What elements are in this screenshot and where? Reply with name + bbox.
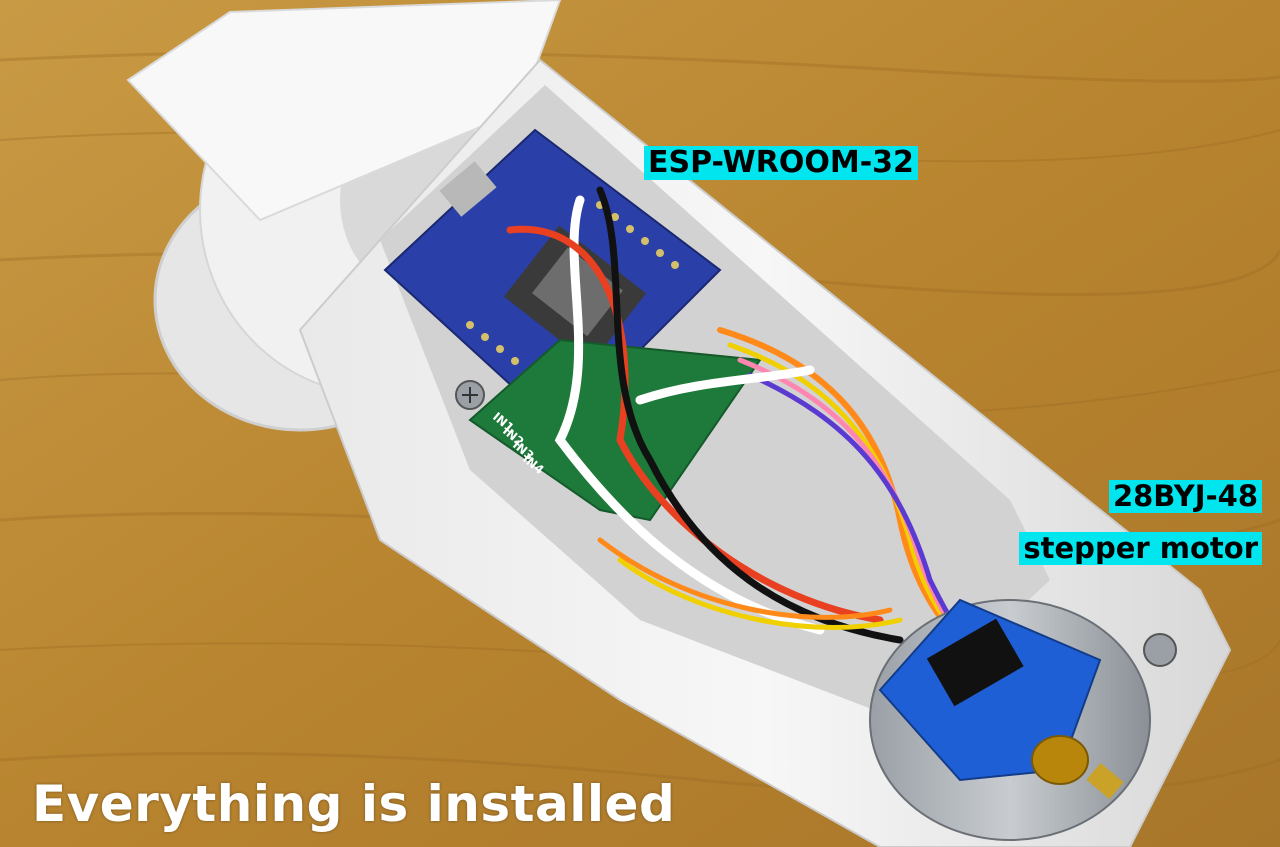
- esp32-label: ESP-WROOM-32: [644, 146, 918, 180]
- stepper-motor: [869, 598, 1177, 841]
- enclosure-flap: [126, 0, 562, 222]
- photo-caption: Everything is installed: [32, 775, 676, 833]
- stepper-motor-label-line2: stepper motor: [1019, 532, 1262, 565]
- stepper-motor-label-line1: 28BYJ-48: [1108, 480, 1262, 513]
